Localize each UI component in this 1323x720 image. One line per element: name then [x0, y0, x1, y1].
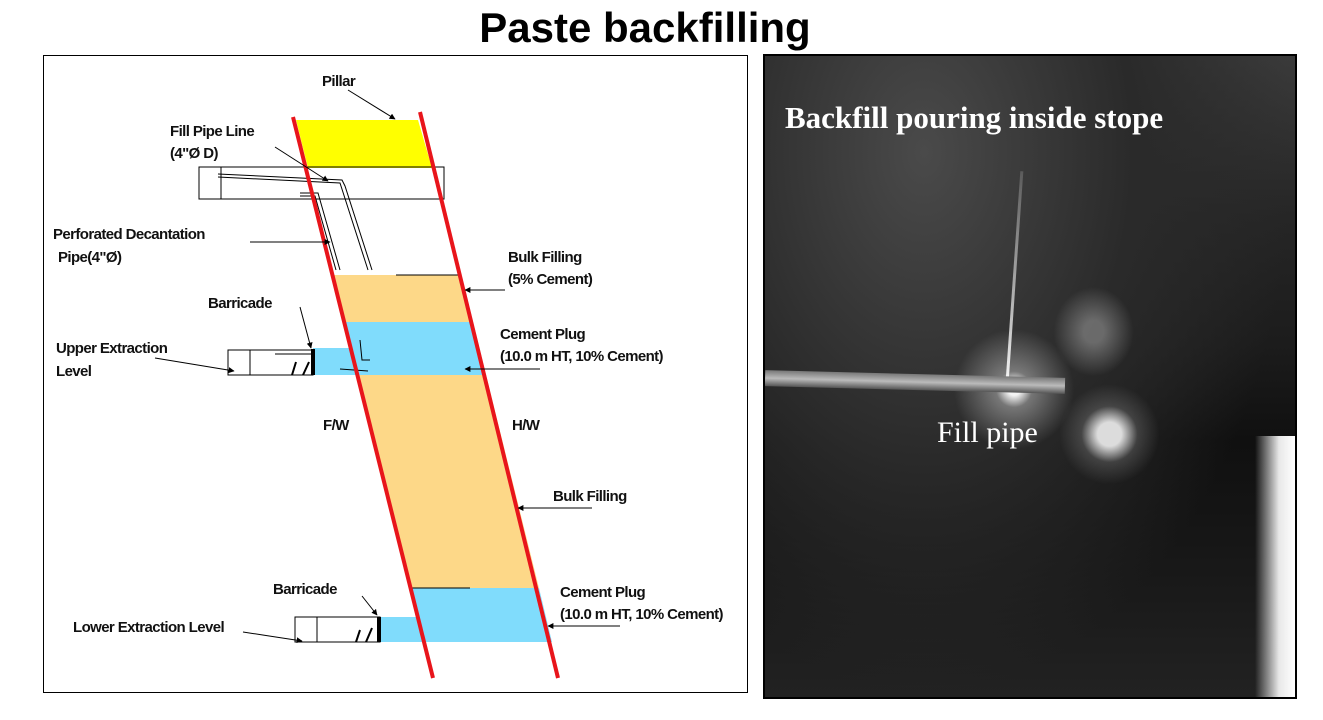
label-hangingwall: H/W: [512, 417, 541, 434]
label-lower-extraction-level: Lower Extraction Level: [73, 619, 224, 636]
label-bulk-filling-5: Bulk Filling: [508, 249, 582, 266]
cement-plug-upper: [313, 322, 486, 375]
pillar-block: [296, 120, 432, 168]
stope-diagram: Pillar Fill Pipe Line (4"Ø D) Perforated…: [43, 55, 748, 693]
bulk-fill-5pct: [333, 275, 473, 322]
label-cement-plug-lower: Cement Plug: [560, 584, 646, 601]
label-pillar: Pillar: [322, 73, 356, 90]
stope-wall: [1255, 436, 1295, 697]
cement-plug-lower: [380, 588, 552, 642]
decantation-pipe: [300, 192, 370, 361]
hangingwall-line: [418, 111, 560, 679]
label-cement-plug-upper: Cement Plug: [500, 326, 586, 343]
label-footwall: F/W: [323, 417, 350, 434]
upper-drift: [198, 166, 445, 200]
label-fill-pipe-line: Fill Pipe Line: [170, 123, 254, 140]
stope-photo: Backfill pouring inside stope Fill pipe: [763, 54, 1297, 699]
slide-title: Paste backfilling: [479, 4, 811, 51]
fill-pipe: [217, 173, 373, 271]
label-bulk-filling: Bulk Filling: [553, 488, 627, 505]
barricade-upper: [311, 349, 315, 375]
label-decantation-pipe-size: Pipe(4"Ø): [58, 249, 122, 266]
label-fill-pipe-size: (4"Ø D): [170, 145, 219, 162]
barricade-lower: [377, 617, 381, 642]
photo-caption: Backfill pouring inside stope: [785, 100, 1164, 135]
fill-pipe-label: Fill pipe: [937, 416, 1038, 449]
label-cement-plug-lower-spec: (10.0 m HT, 10% Cement): [560, 606, 724, 623]
fill-pipe-photo: [765, 370, 1066, 394]
label-upper-extraction-level: Level: [56, 363, 92, 380]
bulk-fill-main: [357, 375, 539, 588]
footwall-line: [291, 116, 435, 679]
label-bulk-filling-5-cement: (5% Cement): [508, 271, 593, 288]
fill-stream: [1005, 171, 1024, 381]
label-decantation-pipe: Perforated Decantation: [53, 226, 205, 243]
label-barricade-lower: Barricade: [273, 581, 337, 598]
label-cement-plug-upper-spec: (10.0 m HT, 10% Cement): [500, 348, 664, 365]
label-barricade-upper: Barricade: [208, 295, 272, 312]
label-upper-extraction: Upper Extraction: [56, 340, 168, 357]
